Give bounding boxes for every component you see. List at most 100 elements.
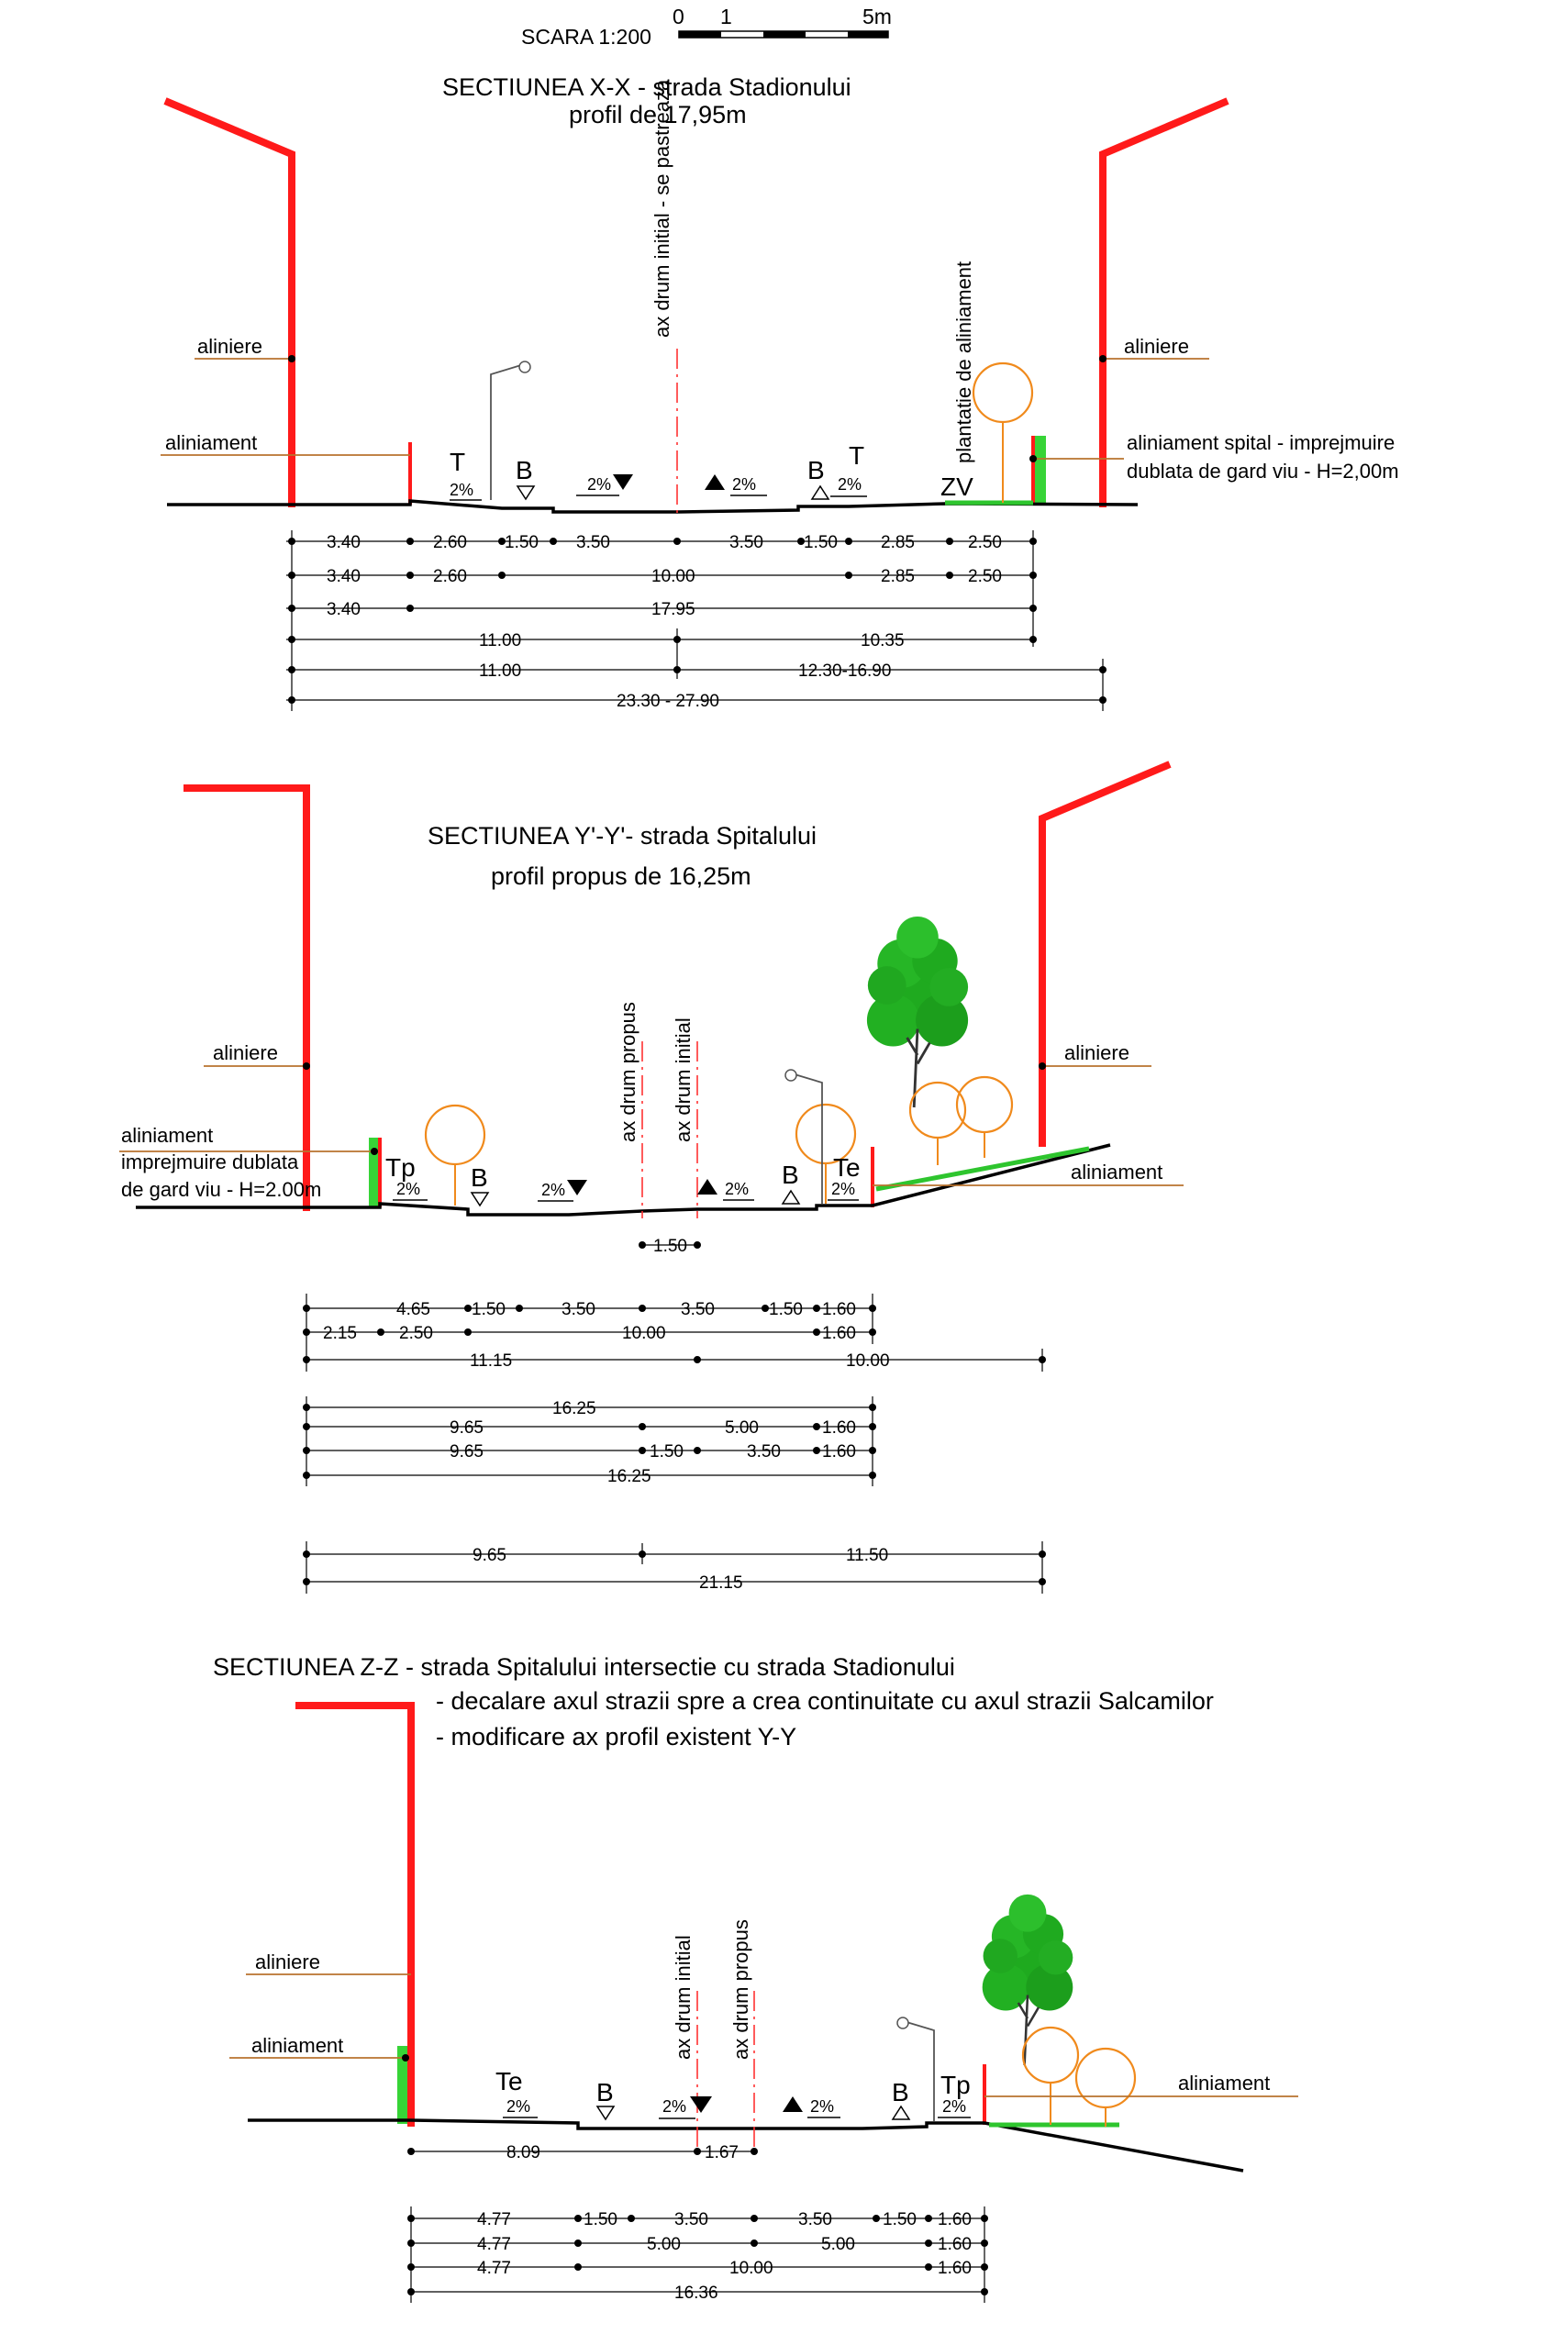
- tree-icon: [865, 915, 970, 1109]
- dim-label: 1.50: [505, 533, 539, 552]
- section-x-subtitle: profil de 17,95m: [569, 101, 747, 128]
- aliniament-left-label-3: de gard viu - H=2.00m: [121, 1178, 321, 1201]
- aliniament-spital-label-1: aliniament spital - imprejmuire: [1127, 431, 1395, 454]
- dim-tick: [673, 538, 681, 545]
- code-b-right: B: [807, 456, 825, 484]
- slope-3: 2%: [732, 475, 756, 494]
- code-zv: ZV: [940, 472, 973, 501]
- dim-label: 1.50: [472, 1300, 506, 1319]
- slope-triangle-up: [783, 2096, 803, 2112]
- tree-canopy: [424, 1104, 486, 1166]
- dim-tick: [981, 2240, 988, 2247]
- dim-tick: [925, 2215, 932, 2222]
- dim-tick: [981, 2288, 988, 2295]
- lamp-head: [896, 2017, 909, 2029]
- axis-initial-label: ax drum initial: [672, 1935, 695, 2060]
- dim-label: 1.50: [883, 2210, 917, 2229]
- dim-tick: [303, 1447, 310, 1454]
- lamp-post: [794, 1073, 823, 1204]
- ground-line: [248, 2118, 1244, 2173]
- dim-tick: [303, 1423, 310, 1430]
- dim-tick: [303, 1404, 310, 1411]
- code-b-left: B: [471, 1163, 488, 1192]
- section-x-title: SECTIUNEA X-X - strada Stadionului: [442, 73, 851, 101]
- axis-label: ax drum initial - se pastreaza: [651, 79, 673, 338]
- dim-label: 11.00: [479, 661, 521, 681]
- dim-label: 10.00: [729, 2259, 773, 2278]
- slope-triangle-up: [705, 474, 725, 490]
- dim-tick: [628, 2215, 635, 2222]
- dim-tick: [639, 1241, 646, 1249]
- dim-tick: [303, 1578, 310, 1585]
- dim-label: 2.60: [433, 567, 467, 586]
- building-left: [295, 1702, 415, 2127]
- slope-triangle-down: [613, 474, 633, 490]
- dim-label: 4.65: [396, 1300, 430, 1319]
- code-t-left: T: [450, 448, 465, 476]
- dim-tick: [303, 1550, 310, 1558]
- triangle-open-left: [595, 2106, 616, 2121]
- dim-tick: [751, 2240, 758, 2247]
- axis-propus-label: ax drum propus: [729, 1919, 752, 2060]
- slope-1: 2%: [506, 2097, 530, 2116]
- dim-label: 3.50: [576, 533, 610, 552]
- lamp-head: [784, 1069, 797, 1082]
- lamp-head: [518, 361, 531, 373]
- dim-tick: [869, 1472, 876, 1479]
- dim-tick: [1029, 605, 1037, 612]
- dim-tick: [1099, 696, 1106, 704]
- grass-slope: [875, 1146, 1090, 1192]
- dim-label: 2.60: [433, 533, 467, 552]
- dim-tick: [813, 1423, 820, 1430]
- scale-tick-5m: 5m: [862, 5, 892, 28]
- building-right: [1099, 97, 1229, 507]
- code-b-right: B: [782, 1161, 799, 1189]
- dim-label: 9.65: [450, 1442, 484, 1462]
- aliniere-right-dot: [1099, 355, 1106, 362]
- dim-label: 3.40: [327, 533, 361, 552]
- aliniere-right-label: aliniere: [1124, 335, 1189, 358]
- dim-label: 21.15: [699, 1573, 743, 1593]
- aliniere-left-label: aliniere: [197, 335, 262, 358]
- aliniament-left-dot: [402, 2054, 409, 2062]
- dimension-lines: 4.65 1.50 3.50 3.50 1.50 1.60 2.15 2.50 …: [303, 1294, 1046, 1594]
- slope-triangle-down: [567, 1180, 587, 1195]
- slope-triangle-up: [697, 1179, 717, 1195]
- aliniament-left-label-2: imprejmuire dublata: [121, 1150, 299, 1173]
- aliniere-right-dot: [1039, 1062, 1046, 1070]
- dim-label: 17.95: [651, 600, 695, 619]
- section-z-note-1: - decalare axul strazii spre a crea cont…: [436, 1687, 1214, 1715]
- triangle-open-right: [891, 2105, 911, 2120]
- axis-offset-dim: 1.50: [639, 1237, 701, 1256]
- scale-bar: SCARA 1:200 0 1 5m: [521, 5, 892, 49]
- dim-label: 4.77: [477, 2259, 511, 2278]
- dim-tick: [845, 572, 852, 579]
- dim-tick: [377, 1328, 384, 1336]
- section-y-title: SECTIUNEA Y'-Y'- strada Spitalului: [428, 822, 817, 850]
- dim-tick: [288, 666, 295, 673]
- ground-line: [136, 1143, 1111, 1217]
- slope-4: 2%: [942, 2097, 966, 2116]
- dim-tick: [751, 2215, 758, 2222]
- dim-label: 5.00: [821, 2235, 855, 2254]
- dim-tick: [288, 572, 295, 579]
- tree-canopy: [1074, 2047, 1137, 2109]
- dim-label: 1.60: [822, 1300, 856, 1319]
- tree-canopy: [1021, 2026, 1080, 2084]
- slope-4: 2%: [831, 1180, 855, 1198]
- code-b-left: B: [596, 2078, 614, 2106]
- dim-label: 10.00: [846, 1351, 890, 1371]
- aliniere-label: aliniere: [255, 1951, 320, 1973]
- dim-label: 11.15: [470, 1351, 512, 1371]
- dim-label: 1.50: [769, 1300, 803, 1319]
- dim-tick: [1029, 572, 1037, 579]
- building-left: [183, 784, 310, 1211]
- aliniere-left-label: aliniere: [213, 1041, 278, 1064]
- aliniament-left-label: aliniament: [165, 431, 257, 454]
- aliniament-left-label-1: aliniament: [121, 1124, 213, 1147]
- dim-label: 3.50: [798, 2210, 832, 2229]
- code-te: Te: [495, 2067, 523, 2095]
- slope-3: 2%: [810, 2097, 834, 2116]
- dim-tick: [869, 1404, 876, 1411]
- slope-1: 2%: [450, 481, 473, 499]
